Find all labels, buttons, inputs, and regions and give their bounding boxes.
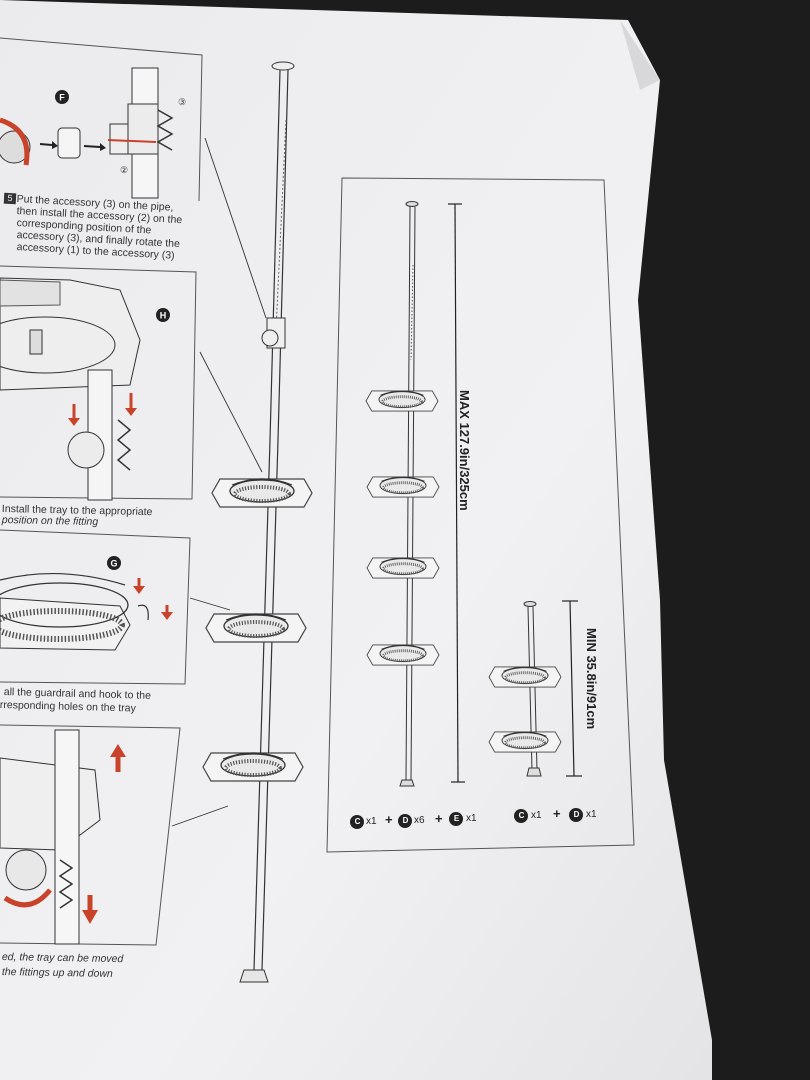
step-g-diagram — [0, 572, 173, 651]
config-max-qty-d: x6 — [414, 815, 425, 826]
tray-install-line-2: position on the fitting — [1, 514, 99, 529]
h-marker: H — [160, 311, 167, 321]
min-dimension-line — [562, 600, 582, 777]
part-2-label: ② — [120, 165, 128, 175]
min-dimension-label: MIN 35.8in/91cm — [584, 628, 599, 730]
config-max-badge-e: E — [453, 814, 460, 823]
panel-f — [0, 37, 203, 202]
min-pole — [487, 601, 563, 777]
config-min-badge-c: C — [518, 811, 525, 820]
step-f-diagram — [0, 67, 174, 199]
config-max-plus-2: + — [435, 811, 443, 826]
config-max-qty-c: x1 — [366, 816, 377, 827]
dimension-box — [326, 177, 635, 853]
config-max-badge-d: D — [402, 816, 409, 825]
pole-assembly — [171, 61, 314, 983]
part-3-label: ③ — [178, 97, 186, 107]
g-marker: G — [110, 559, 117, 569]
step-5-number: 5 — [3, 192, 17, 205]
f-marker: F — [59, 93, 65, 103]
max-dimension-label: MAX 127.9in/325cm — [457, 390, 472, 511]
config-min-qty-d: x1 — [586, 809, 597, 820]
paper — [0, 0, 712, 1080]
max-pole — [364, 201, 441, 787]
config-max-badge-c: C — [354, 817, 361, 826]
panel-g — [0, 529, 191, 685]
max-dimension-line — [448, 203, 465, 783]
config-max-plus-1: + — [385, 812, 393, 827]
config-min-qty-c: x1 — [531, 810, 542, 821]
config-min-plus: + — [553, 806, 561, 821]
step-h-diagram — [0, 277, 141, 501]
config-max-qty-e: x1 — [466, 813, 477, 824]
step-move-diagram — [0, 729, 126, 945]
f-marker-badge — [55, 90, 69, 104]
move-line-1: ed, the tray can be moved — [1, 951, 124, 966]
move-line-2: the fittings up and down — [1, 966, 113, 980]
config-min-badge-d: D — [573, 810, 580, 819]
